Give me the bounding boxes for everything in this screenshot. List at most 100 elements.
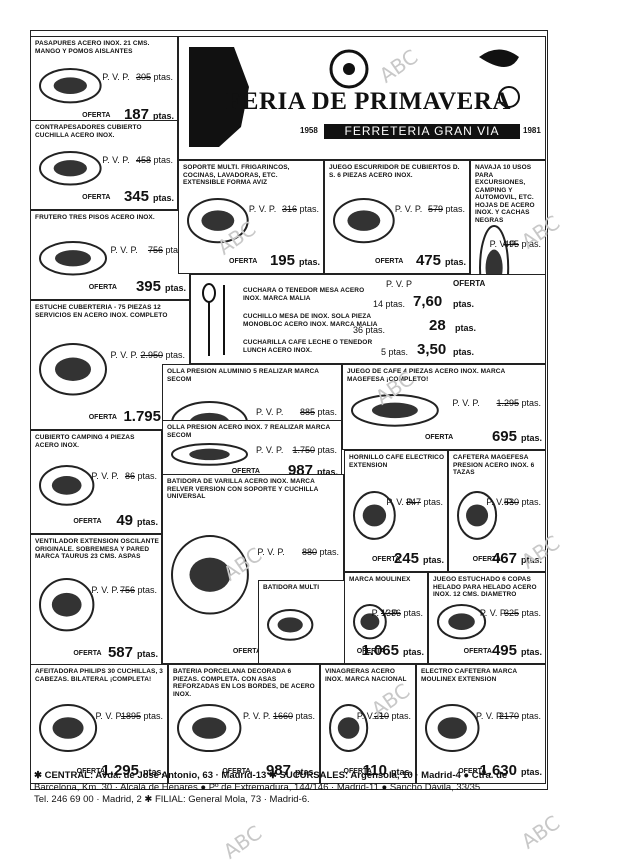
cutlery-row-1-pvp: 14 ptas. [373,299,406,309]
pvp-label: P. V. P. [479,607,508,618]
offer-unit: ptas. [152,193,174,203]
offer-unit: ptas. [164,283,186,293]
offer-label: OFERTA [82,194,111,201]
offer-unit: ptas. [298,257,320,267]
pvp-label: P. V. P. [452,397,480,408]
product-illustration [39,577,95,631]
pvp-label: P. V. P. [243,710,271,721]
pvp-label: P. V. P. [371,607,399,618]
product-illustration [329,704,369,752]
cutlery-row-1-offer: 7,60 [413,293,443,310]
offer-label: OFERTA [458,768,487,775]
pvp-unit: ptas. [445,204,465,215]
product-title: JUEGO DE CAFE 4 PIEZAS Acero inox. MARCA… [347,368,506,383]
product-illustration [39,241,107,276]
pvp-price: 880 [301,547,317,558]
product-illustration [332,198,395,244]
offer-unit: ptas. [294,767,316,777]
product-title: AFEITADORA PHILIPS 30 cuchillas, 3 cabez… [35,668,163,683]
pvp-label: P. V. P. [256,445,284,456]
pvp-price: 495 [503,238,519,249]
offer-label: OFERTA [88,414,117,421]
pvp-label: P. V. P. [356,710,385,721]
product-illustration [171,535,249,615]
offer-price: 345 [123,188,149,205]
product-title: BATIDORA MULTI [263,584,320,591]
offer-label: OFERTA [73,650,102,657]
pvp-price: 756 [119,585,135,596]
pvp-unit: ptas. [299,204,319,215]
pvp-label: P. V. P. [91,470,119,481]
product-title: CONTRAPESADORES CUBIERTO cuchilla acero … [35,124,142,139]
offer-price: 495 [491,642,517,659]
offer-price: 1.295 [101,762,139,779]
product-title: ESTUCHE CUBERTERIA - 75 piezas 12 servic… [35,304,168,319]
product-cell: VINAGRERAS ACERO INOX. MARCA Nacional P.… [320,664,416,784]
pvp-price: 1.295 [496,397,519,408]
cutlery-offer: P. V. P OFERTA CUCHARA O TENEDOR MESA ac… [190,274,546,364]
product-illustration [353,603,387,639]
footer-line-3: Tel. 246 69 00 · Madrid, 2 ✱ FILIAL: Gen… [34,794,310,805]
offer-price: 1.630 [479,762,517,779]
cutlery-row-3-label: CUCHARILLA CAFE LECHE O TENEDOR LUNCH ac… [243,339,373,354]
pvp-unit: ptas. [521,710,541,721]
pvp-unit: ptas. [319,547,339,558]
pvp-label: P. V. P. [91,585,119,596]
pvp-unit: ptas. [165,245,185,256]
pvp-price: 530 [503,497,519,508]
watermark: ABC [218,820,267,864]
pvp-price: 316 [281,204,297,215]
store-name: FERRETERIA GRAN VIA [324,124,520,139]
pvp-price: 1660 [272,710,293,721]
cutlery-row-3-pvp: 5 ptas. [381,347,409,357]
product-title: PASAPURES ACERO INOX. 21 cms. mango y po… [35,40,150,55]
product-title: SOPORTE MULTI. FRIGARINCOS, COCINAS, LAV… [183,164,290,186]
pvp-price: 325 [503,607,519,618]
pvp-unit: ptas. [423,497,443,508]
pvp-label: P. V. P. [489,238,517,249]
product-illustration [437,603,487,639]
product-cell: HORNILLO CAFE ELECTRICO EXTENSION P. V. … [344,450,448,572]
offer-price: 1.065 [361,642,399,659]
pvp-price: 1895 [120,710,141,721]
offer-price: 395 [135,278,161,295]
pvp-unit: ptas. [521,607,541,618]
product-cell: PASAPURES ACERO INOX. 21 cms. mango y po… [30,36,178,128]
offer-unit: ptas. [152,111,174,121]
pvp-unit: ptas. [137,470,157,481]
product-illustration [39,704,98,752]
cutlery-row-3-offer: 3,50 [417,341,447,358]
offer-unit: ptas. [520,767,542,777]
offer-label: OFERTA [356,648,385,655]
offer-label: OFERTA [232,648,262,655]
offer-label: OFERTA [88,284,117,291]
product-title: CAFETERA MAGEFESA Presion acero inox. 6 … [453,454,535,476]
pvp-unit: ptas. [143,710,163,721]
pvp-price: 2.950 [140,350,163,361]
product-illustration [39,465,95,506]
pvp-price: 885 [299,406,315,417]
pvp-price: 210 [373,710,389,721]
product-illustration [267,609,314,641]
offer-price: 1.795 [123,408,161,425]
watermark: ABC [516,810,565,854]
product-title: MARCA MOULINEX [349,576,411,583]
offer-label: OFERTA [472,556,501,563]
pvp-label: P. V. P. [386,497,414,508]
product-title: HORNILLO CAFE ELECTRICO EXTENSION [349,454,445,469]
pvp-price: 458 [135,155,151,166]
pvp-label: P. V. P. [102,155,130,166]
pvp-unit: ptas. [153,155,173,166]
offer-label: OFERTA [76,768,105,775]
product-illustration [177,704,242,752]
pvp-label: P. V. P. [248,204,277,215]
product-cell: SOPORTE MULTI. FRIGARINCOS, COCINAS, LAV… [178,160,324,274]
offer-label: OFERTA [424,434,454,441]
offer-unit: ptas. [136,517,158,527]
product-cell: AFEITADORA PHILIPS 30 cuchillas, 3 cabez… [30,664,168,784]
offer-price: 467 [491,550,517,567]
offer-unit: ptas. [136,649,158,659]
pvp-label: P. V. P. [110,245,138,256]
footer-line-1: ✱ CENTRAL: Avda. de José Antonio, 63 · M… [34,770,508,781]
